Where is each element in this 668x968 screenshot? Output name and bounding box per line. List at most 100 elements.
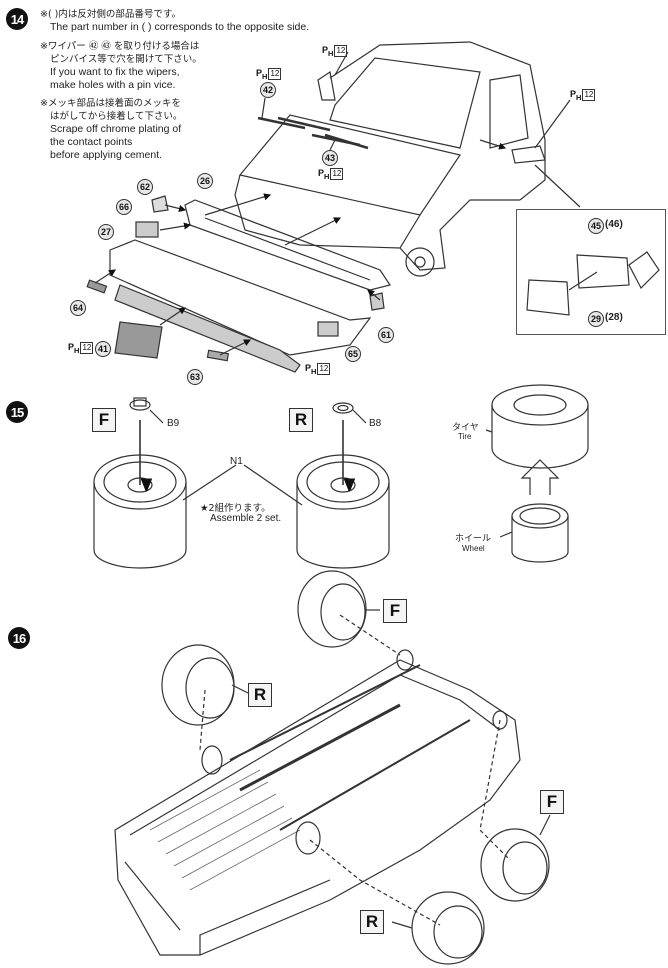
part-number-text: 26	[199, 176, 210, 186]
label-r-rear-right: R	[360, 910, 384, 934]
paint-prefix: P	[570, 89, 577, 99]
part-number-text: 43	[324, 153, 335, 163]
assembly-guide-lines	[199, 614, 511, 926]
up-arrow	[520, 459, 560, 495]
part-number-text: 27	[100, 227, 111, 237]
tire-rear-right-drawing	[411, 891, 485, 965]
rear-label: R	[253, 685, 267, 704]
paint-prefix: P	[68, 342, 75, 352]
part-66	[135, 221, 159, 238]
paint-code-box: 12	[334, 45, 348, 57]
hood	[238, 114, 461, 216]
paint-sub: H	[311, 366, 317, 376]
note-jp: はがしてから接着して下さい。	[50, 111, 183, 122]
paint-code-box: 12	[582, 89, 596, 101]
note-en: The part number in ( ) corresponds to th…	[50, 21, 310, 33]
rear-hub-right	[295, 821, 321, 855]
wheel-small-drawing	[511, 503, 569, 563]
mirror-glass	[526, 279, 570, 316]
bed-floor	[149, 769, 301, 891]
paint-sub: H	[328, 48, 334, 58]
part-number-text: 41	[97, 344, 108, 354]
note-en: Scrape off chrome plating of	[50, 123, 182, 135]
front-bumper-27	[109, 239, 372, 356]
paint-prefix: P	[318, 168, 325, 178]
paint-sub: H	[324, 171, 330, 181]
marker-64	[86, 279, 108, 294]
part-number-66: 66	[116, 199, 132, 215]
note-en: make holes with a pin vice.	[50, 79, 176, 91]
tire-label-jp: タイヤ	[452, 423, 479, 433]
note-en: If you want to fix the wipers,	[50, 66, 180, 78]
step-14-badge: 14	[6, 8, 28, 30]
wiper-42	[257, 116, 306, 130]
part-number-63: 63	[187, 369, 203, 385]
part-number-26: 26	[197, 173, 213, 189]
part-number-45: 45	[588, 218, 604, 234]
step-number: 16	[12, 630, 27, 646]
front-label: F	[98, 410, 110, 429]
note-jp: ※メッキ部品は接着面のメッキを	[40, 98, 181, 109]
part-number-29: 29	[588, 311, 604, 327]
paint-code-box: 12	[268, 68, 282, 80]
paint-code-box: 12	[80, 342, 94, 354]
note-jp: ※( )内は反対側の部品番号です。	[40, 9, 181, 20]
note-jp: ※ワイパー ㊷ ㊸ を取り付ける場合は	[40, 41, 200, 52]
paint-prefix: P	[305, 363, 312, 373]
paint-code-box: 12	[317, 363, 331, 375]
tire-front-left-drawing	[297, 570, 367, 648]
wheel-label-jp: ホイール	[455, 534, 492, 544]
mirror-stalk	[628, 251, 660, 290]
paint-prefix: P	[256, 68, 263, 78]
front-center-cap-b9	[129, 397, 151, 411]
step-number: 15	[10, 404, 25, 420]
mirror-detail-inset	[516, 209, 666, 335]
part-number-text: 66	[118, 202, 129, 212]
mirror-detail-drawing	[526, 251, 660, 316]
rear-label: R	[365, 912, 379, 931]
part-n1-label: N1	[230, 456, 243, 467]
note-chrome: ※メッキ部品は接着面のメッキを はがしてから接着して下さい。 Scrape of…	[40, 97, 182, 162]
paint-sub: H	[74, 345, 80, 355]
part-number-46: (46)	[605, 219, 623, 230]
step-number: 14	[10, 11, 25, 27]
part-number-64: 64	[70, 300, 86, 316]
front-label-box: F	[92, 408, 116, 432]
right-mirror	[511, 145, 546, 164]
mirror-housing	[576, 254, 630, 289]
front-label: F	[389, 601, 401, 620]
tire-drawing	[491, 384, 589, 469]
truck-underside-body	[114, 659, 521, 956]
license-plate-41	[114, 321, 163, 359]
part-number-62: 62	[137, 179, 153, 195]
tire-front-right-drawing	[480, 828, 550, 902]
rear-label-box: R	[289, 408, 313, 432]
paint-sub: H	[262, 71, 268, 81]
part-number-text: 42	[262, 85, 273, 95]
front-wheel-hub	[405, 247, 435, 277]
note-wipers: ※ワイパー ㊷ ㊸ を取り付ける場合は ピンバイス等で穴を開けて下さい。 If …	[40, 40, 202, 92]
part-61	[369, 292, 385, 311]
note-opposite-side: ※( )内は反対側の部品番号です。 The part number in ( )…	[40, 8, 309, 34]
step-16-badge: 16	[8, 627, 30, 649]
assemble-note-jp: ★2組作ります。	[200, 503, 271, 514]
part-number-text: 45	[590, 221, 601, 231]
part-number-61: 61	[378, 327, 394, 343]
paint-prefix: P	[322, 45, 329, 55]
part-number-41: 41	[95, 341, 111, 357]
frame-rail	[229, 664, 421, 761]
front-label: F	[546, 792, 558, 811]
part-62	[151, 195, 169, 213]
side-window	[489, 74, 529, 149]
label-r-rear-left: R	[248, 683, 272, 707]
part-number-28: (28)	[605, 312, 623, 323]
note-en: the contact points	[50, 136, 133, 148]
part-b8-label: B8	[369, 418, 382, 429]
